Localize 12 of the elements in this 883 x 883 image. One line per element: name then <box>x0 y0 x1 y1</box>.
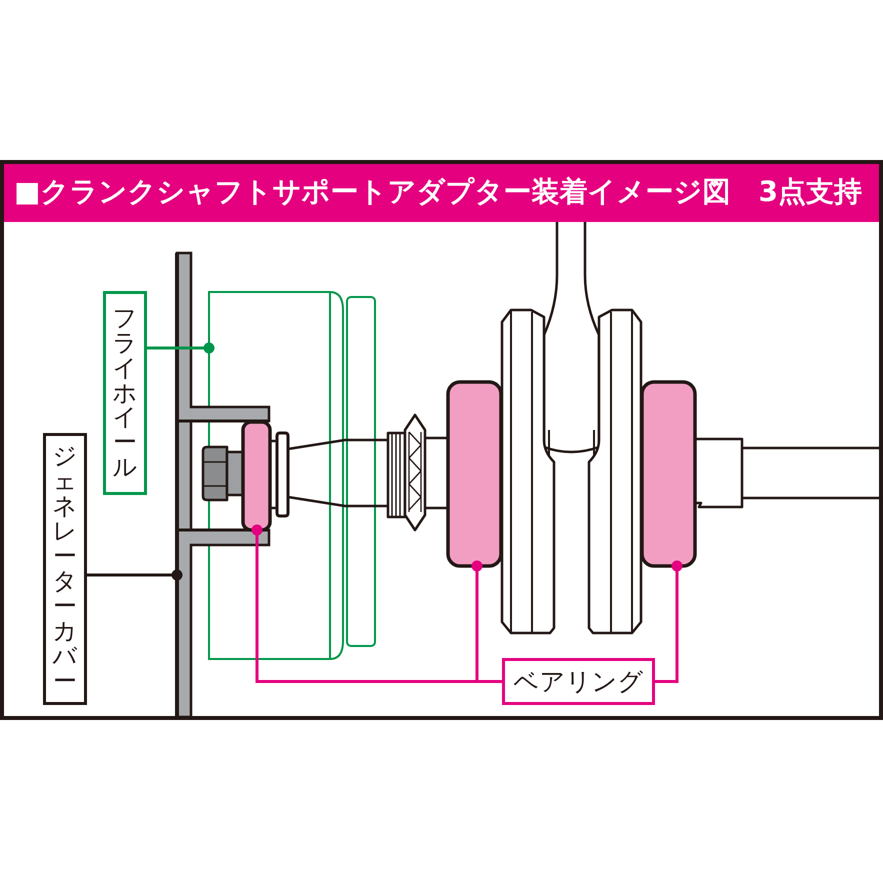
part-label: ベアリング <box>502 658 655 705</box>
bearing <box>241 420 272 532</box>
bearing <box>640 380 697 568</box>
leader-line <box>472 560 502 683</box>
flywheel <box>208 291 376 660</box>
leader-line <box>655 560 682 683</box>
part-label: ジェネレーターカバー <box>43 433 87 705</box>
leader-line <box>87 570 182 580</box>
leader-line <box>147 342 214 354</box>
part-label: フライホイール <box>103 291 147 495</box>
title: ■クランクシャフトサポートアダプター装着イメージ図 3点支持 <box>14 174 862 210</box>
bearing <box>446 380 503 568</box>
